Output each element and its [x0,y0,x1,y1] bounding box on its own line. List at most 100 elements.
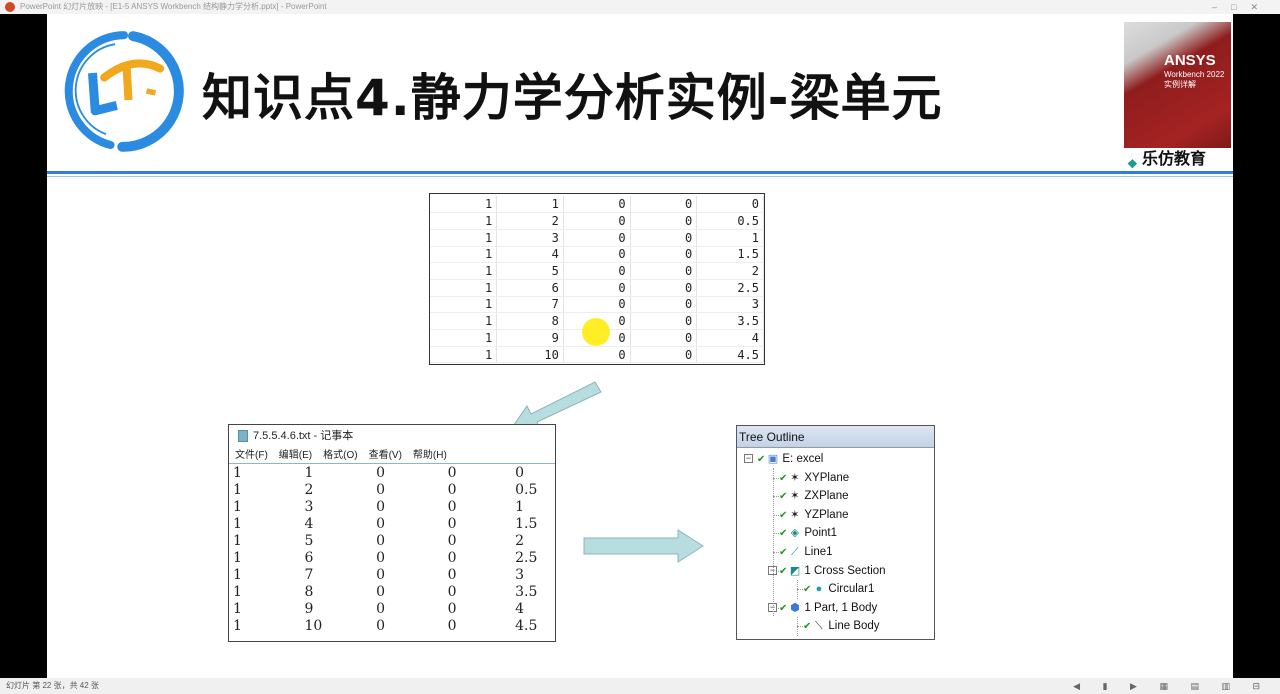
notepad-menu-item[interactable]: 帮助(H) [412,450,447,461]
line-icon: ⟋ [791,546,799,558]
tree-connector [797,626,805,628]
notepad-value: 1 [233,532,242,549]
notepad-icon [238,430,248,442]
tree-item-label: 1 Cross Section [804,564,886,577]
sheet-cell: 0 [630,329,698,347]
collapse-toggle[interactable]: − [744,453,753,463]
tree-item[interactable]: ✔⬢1 Part, 1 Body [779,599,877,617]
check-icon: ✔ [779,602,788,614]
sheet-cell: 0 [563,229,631,247]
notepad-value: 4.5 [515,617,538,634]
tree-item[interactable]: ✔◩1 Cross Section [779,562,886,580]
sheet-cell: 6 [496,279,564,297]
tree-item[interactable]: ✔✶XYPlane [779,469,849,487]
divider-thin [47,176,1233,177]
tree-connector [773,607,781,609]
sheet-cell: 0 [563,196,631,214]
sheet-cell: 0 [630,279,698,297]
sheet-cell: 0 [563,246,631,264]
notepad-value: 1 [233,515,242,532]
sheet-cell: 0 [630,246,698,264]
tree-item[interactable]: ✔▣E: excel [757,450,823,468]
tree-item-label: Line Body [828,620,880,633]
tree-item[interactable]: ✔●Circular1 [803,580,874,598]
folder-icon: ▣ [767,453,779,465]
notepad-value: 0 [376,464,385,481]
sheet-cell: 0 [630,312,698,330]
notepad-window: 7.5.5.4.6.txt - 记事本 文件(F)编辑(E)格式(O)查看(V)… [228,424,556,642]
notepad-value: 0 [447,583,457,600]
tree-connector [797,580,798,599]
notepad-value: 1 [233,566,242,583]
notepad-value: 0 [447,481,457,498]
slideshow-controls[interactable]: ◀ ▮ ▶ ▦ ▤ ▥ ⊟ [1073,681,1270,691]
notepad-value: 0 [376,532,385,549]
notepad-value: 4 [304,515,314,532]
notepad-value: 7 [304,566,314,583]
notepad-menu-item[interactable]: 查看(V) [368,450,402,461]
notepad-menu: 文件(F) 编辑(E) 格式(O) 查看(V) 帮助(H) [229,447,555,464]
book-cover-image: ANSYS Workbench 2022 实例详解 ❖乐仿教育 [1124,22,1231,171]
sheet-cell: 0 [630,262,698,280]
notepad-value: 0 [376,583,385,600]
notepad-value: 1 [233,617,242,634]
sheet-cell: 0 [630,229,698,247]
tree-item[interactable]: ✔✶ZXPlane [779,487,849,505]
tree-item[interactable]: ✔✶YZPlane [779,506,849,524]
notepad-value: 1 [233,583,242,600]
tree-connector [773,552,781,553]
tree-item[interactable]: ✔⟍Line Body [803,617,880,635]
status-bar: 幻灯片 第 22 张，共 42 张 ◀ ▮ ▶ ▦ ▤ ▥ ⊟ [0,678,1280,694]
notepad-value: 0 [447,549,457,566]
tree-item-label: 1 Part, 1 Body [804,601,878,614]
sheet-cell: 2.5 [696,279,764,297]
notepad-value: 0 [376,498,385,515]
tree-connector [773,496,781,498]
notepad-menu-item[interactable]: 编辑(E) [278,450,313,461]
line-body-icon: ⟍ [815,620,823,633]
check-icon: ✔ [779,491,788,503]
sheet-cell: 0 [563,212,631,230]
notepad-menu-item[interactable]: 格式(O) [323,450,358,461]
check-icon: ✔ [779,528,788,540]
sheet-cell: 7 [496,296,564,314]
sheet-cell: 1 [430,262,498,280]
sheet-cell: 8 [496,312,564,330]
notepad-value: 0 [447,515,457,532]
tree-item[interactable]: ✔⟋Line1 [779,543,833,561]
tree-item[interactable]: ✔◈ Point1 [779,524,837,542]
check-icon: ✔ [757,454,766,465]
title-bar: PowerPoint 幻灯片放映 - [E1-5 ANSYS Workbench… [0,0,1280,14]
notepad-value: 9 [304,600,314,617]
sheet-cell: 1 [430,279,498,297]
collapse-toggle[interactable]: − [768,564,777,575]
tree-item-label: Line1 [804,546,833,558]
tree-item-label: Point1 [804,527,837,540]
notepad-value: 1 [515,498,525,515]
sheet-cell: 3 [496,229,564,247]
tree-connector [773,570,781,572]
plane-icon: ✶ [790,471,800,484]
plane-icon: ✶ [790,490,800,503]
brand-text: 乐仿教育 [1142,149,1207,168]
collapse-toggle[interactable]: − [768,601,777,612]
sheet-cell: 0.5 [696,212,764,230]
sheet-cell: 1 [430,312,498,330]
sheet-cell: 0 [630,196,698,214]
laser-pointer-highlight [582,318,610,346]
sheet-cell: 3.5 [696,312,764,330]
point-icon: ◈ [790,527,800,540]
sheet-cell: 0 [563,262,631,280]
cross-section-icon: ◩ [789,564,801,577]
sheet-cell: 1.5 [696,246,764,264]
sheet-cell: 1 [496,196,564,214]
window-controls[interactable]: –□✕ [1212,2,1272,12]
notepad-menu-item[interactable]: 文件(F) [235,450,268,461]
sheet-cell: 0 [630,212,698,230]
